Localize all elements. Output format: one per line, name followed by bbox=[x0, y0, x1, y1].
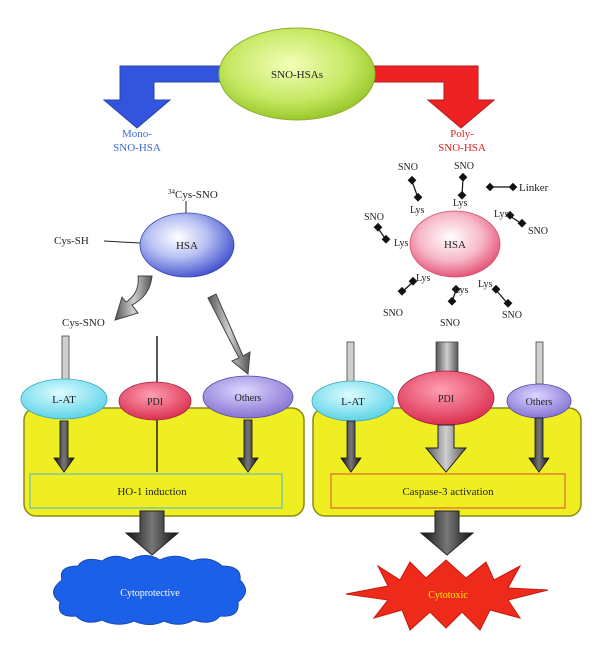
lat-label-left: L-AT bbox=[52, 394, 76, 406]
pdi-label-right: PDI bbox=[438, 394, 454, 405]
lat-incoming-bar-left bbox=[61, 335, 70, 385]
lat-arrow-right bbox=[340, 420, 362, 473]
cytoprotective-cloud bbox=[53, 555, 246, 625]
sno-label-7: SNO bbox=[502, 310, 522, 321]
lat-incoming-bar-right bbox=[346, 341, 355, 385]
sno-label-2: SNO bbox=[454, 161, 474, 172]
cys34-text: Cys-SNO bbox=[175, 189, 218, 201]
lat-label-right: L-AT bbox=[341, 396, 365, 408]
mono-title-line1: Mono- bbox=[122, 128, 152, 140]
lys-label-1: Lys bbox=[410, 205, 425, 216]
linker-legend: Linker bbox=[485, 182, 549, 194]
poly-branch-arrow bbox=[369, 65, 496, 129]
mono-sno-hsa-group: 34Cys-SNO HSA Cys-SH Cys-SNO HO-1 induct… bbox=[20, 188, 305, 625]
cys-sno-bottom-label: Cys-SNO bbox=[62, 317, 105, 329]
pdi-ellipse-left bbox=[118, 381, 192, 421]
others-incoming-bar-right bbox=[535, 341, 544, 385]
mono-hsa-ellipse bbox=[139, 212, 235, 278]
sno-hsas-ellipse bbox=[218, 27, 376, 121]
lat-arrow-left bbox=[53, 420, 75, 473]
linker-arms bbox=[373, 172, 527, 308]
others-ellipse-left bbox=[202, 375, 294, 419]
poly-title-line1: Poly- bbox=[450, 128, 474, 140]
cys-sh-label: Cys-SH bbox=[54, 235, 89, 247]
lat-ellipse-left bbox=[20, 378, 108, 420]
lys-label-2: Lys bbox=[453, 198, 468, 209]
pdi-arrow-right bbox=[424, 424, 468, 473]
poly-hsa-label: HSA bbox=[444, 239, 466, 251]
others-label-left: Others bbox=[235, 393, 262, 404]
sno-label-6: SNO bbox=[440, 318, 460, 329]
cytotoxic-starburst bbox=[345, 559, 549, 631]
sno-hsas-label: SNO-HSAs bbox=[271, 69, 323, 81]
ho1-box bbox=[29, 473, 283, 509]
cys34-superscript: 34 bbox=[168, 188, 176, 196]
caspase-box bbox=[330, 473, 566, 509]
others-label-right: Others bbox=[526, 397, 553, 408]
poly-sno-hsa-group: Linker bbox=[311, 161, 582, 631]
cytoprotective-label: Cytoprotective bbox=[120, 588, 180, 599]
hsa-to-others-arrow bbox=[207, 293, 251, 375]
caspase-label: Caspase-3 activation bbox=[402, 486, 494, 498]
lys-label-6: Lys bbox=[454, 285, 469, 296]
lys-label-7: Lys bbox=[478, 279, 493, 290]
mono-hsa-label: HSA bbox=[176, 240, 198, 252]
others-arrow-right bbox=[528, 417, 550, 473]
pdi-label-left: PDI bbox=[147, 397, 163, 408]
cytotoxic-label: Cytotoxic bbox=[428, 590, 468, 601]
lys-label-3: Lys bbox=[394, 238, 409, 249]
sno-label-1: SNO bbox=[398, 162, 418, 173]
mono-branch-arrow bbox=[102, 65, 226, 129]
poly-hsa-ellipse bbox=[409, 210, 501, 278]
ho1-label: HO-1 induction bbox=[117, 486, 187, 498]
poly-outcome-arrow bbox=[419, 510, 475, 556]
sno-label-5: SNO bbox=[383, 308, 403, 319]
linker-label: Linker bbox=[519, 182, 549, 194]
sno-label-4: SNO bbox=[528, 226, 548, 237]
poly-title-line2: SNO-HSA bbox=[438, 142, 486, 154]
lys-label-4: Lys bbox=[494, 209, 509, 220]
mono-outcome-arrow bbox=[124, 510, 180, 556]
lys-label-5: Lys bbox=[416, 273, 431, 284]
cys34-sno-label: 34Cys-SNO bbox=[168, 188, 218, 201]
sno-label-3: SNO bbox=[364, 212, 384, 223]
mono-title-line2: SNO-HSA bbox=[113, 142, 161, 154]
others-arrow-left bbox=[237, 419, 259, 473]
hsa-to-cys-sno-arrow bbox=[114, 275, 153, 321]
